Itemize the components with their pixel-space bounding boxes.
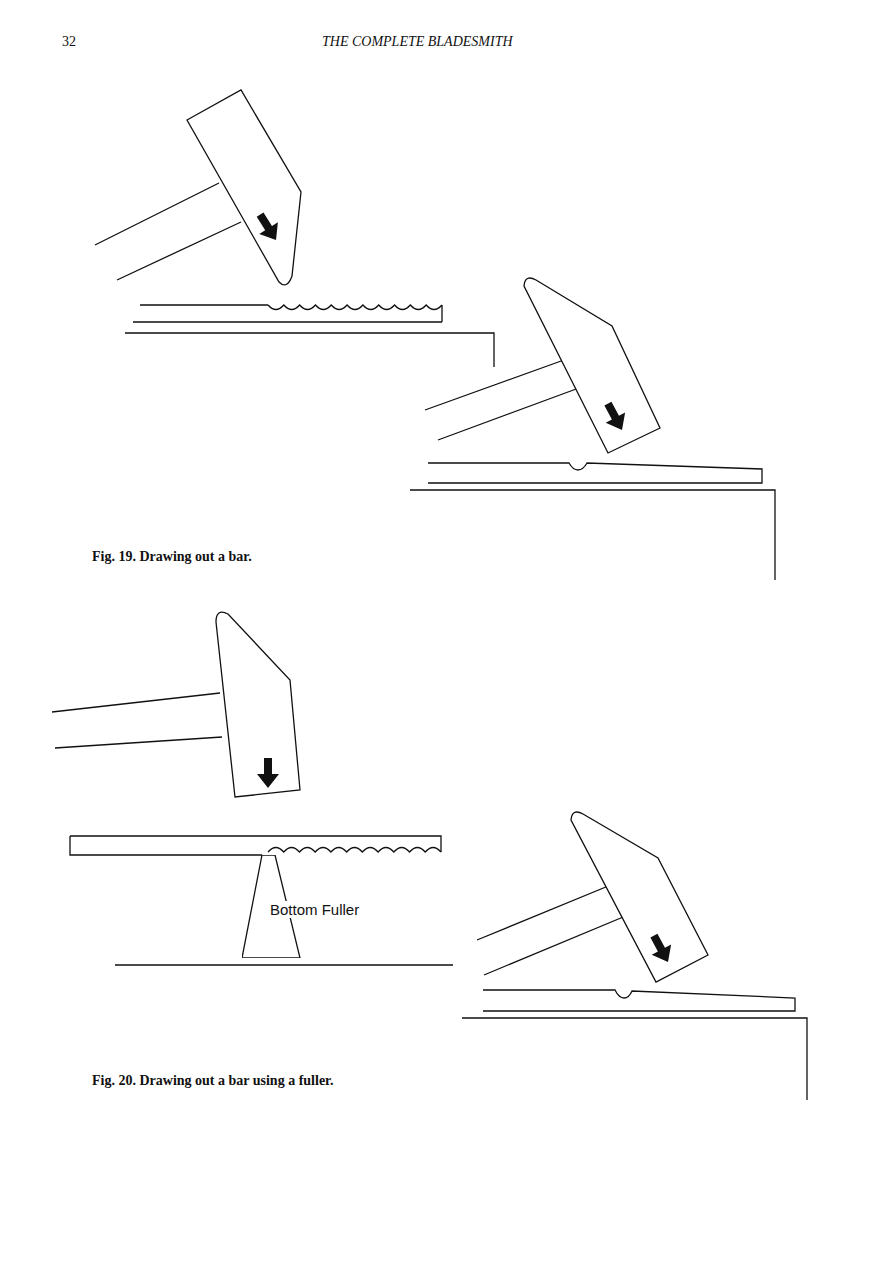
bar (428, 463, 762, 483)
anvil (462, 1018, 807, 1100)
bar (70, 836, 441, 855)
anvil (125, 333, 494, 367)
motion-arrow (644, 930, 678, 967)
hammer-marks (268, 305, 442, 310)
hammer (425, 278, 660, 453)
bar (483, 990, 795, 1011)
hammer (477, 812, 708, 982)
floor-line (115, 964, 453, 965)
bottom-fuller-tool: Bottom Fuller (242, 855, 412, 958)
motion-arrow (251, 209, 286, 246)
bar (133, 305, 442, 322)
hammer (95, 90, 301, 285)
figure-caption: Fig. 19. Drawing out a bar. (92, 549, 252, 565)
motion-arrow (598, 398, 632, 435)
figure-caption: Fig. 20. Drawing out a bar using a fulle… (92, 1073, 334, 1089)
tool-label: Bottom Fuller (268, 901, 361, 918)
running-head: THE COMPLETE BLADESMITH (322, 34, 513, 50)
hammer (52, 612, 300, 797)
page-number: 32 (62, 34, 76, 50)
motion-arrow (257, 758, 279, 788)
hammer-marks (268, 848, 441, 853)
anvil (410, 490, 775, 580)
